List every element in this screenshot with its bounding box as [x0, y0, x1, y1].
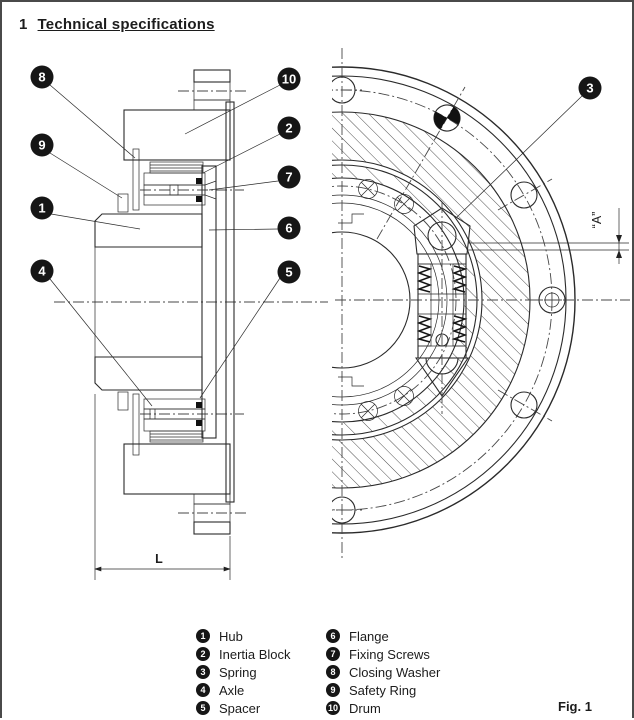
legend-bullet: 1 — [196, 629, 210, 643]
spacer-bottom — [196, 402, 202, 408]
callouts: 8 9 1 4 10 2 7 6 5 3 — [30, 65, 602, 284]
flange-plate — [201, 165, 217, 439]
front-view: “A” — [332, 48, 630, 558]
spring-pocket — [413, 202, 471, 414]
callout-7: 7 — [277, 165, 301, 189]
section-title: 1 Technical specifications — [19, 16, 215, 33]
legend-bullet: 2 — [196, 647, 210, 661]
callout-4: 4 — [30, 259, 54, 283]
svg-text:8: 8 — [38, 70, 45, 85]
callout-10: 10 — [277, 67, 301, 91]
svg-text:5: 5 — [285, 265, 292, 280]
drum-ring-hatch — [332, 112, 531, 488]
dimension-A: “A” — [468, 208, 629, 264]
spring-coil — [416, 315, 433, 343]
safety-ring-bottom — [117, 391, 129, 411]
callout-2: 2 — [277, 116, 301, 140]
spring-coil — [416, 265, 433, 293]
legend-bullet: 7 — [326, 647, 340, 661]
svg-text:9: 9 — [38, 138, 45, 153]
section-view: L — [54, 69, 328, 580]
legend-bullet: 5 — [196, 701, 210, 715]
fixing-screw-heads — [358, 179, 414, 421]
hub-section — [94, 213, 203, 391]
svg-text:1: 1 — [38, 201, 45, 216]
dimension-L: L — [94, 394, 231, 580]
svg-text:3: 3 — [586, 81, 593, 96]
callout-3: 3 — [578, 76, 602, 100]
dimension-L-label: L — [155, 552, 163, 566]
callout-9: 9 — [30, 133, 54, 157]
dimension-A-label: “A” — [590, 212, 604, 229]
legend-bullet: 4 — [196, 683, 210, 697]
drum-section-bottom — [123, 443, 231, 535]
legend-bullet: 9 — [326, 683, 340, 697]
upper-assembly — [117, 148, 217, 213]
legend-bullet: 8 — [326, 665, 340, 679]
callout-8: 8 — [30, 65, 54, 89]
closing-washer-top — [132, 148, 140, 211]
bolt-holes — [332, 76, 572, 524]
svg-text:2: 2 — [285, 121, 292, 136]
inertia-block-top — [143, 172, 206, 186]
figure-label: Fig. 1 — [558, 699, 592, 714]
svg-text:7: 7 — [285, 170, 292, 185]
balance-mark-icon — [433, 104, 461, 132]
front-view-concentric — [332, 48, 630, 558]
callout-5: 5 — [277, 260, 301, 284]
drum-section-top — [123, 69, 231, 161]
legend-bullet: 10 — [326, 701, 340, 715]
spring-stack-bottom — [149, 430, 204, 443]
callout-6: 6 — [277, 216, 301, 240]
safety-ring-top — [117, 193, 129, 213]
spring-coil — [451, 315, 468, 343]
closing-washer-bottom — [132, 393, 140, 456]
legend-bullet: 6 — [326, 629, 340, 643]
section-title-text: Technical specifications — [37, 16, 215, 33]
callout-1: 1 — [30, 196, 54, 220]
inertia-block-bottom — [143, 418, 206, 432]
spring-coil — [451, 265, 468, 293]
section-number: 1 — [19, 16, 28, 33]
svg-text:6: 6 — [285, 221, 292, 236]
lower-assembly — [117, 391, 206, 456]
fixing-screw-head — [204, 180, 217, 200]
spacer-top — [196, 178, 202, 184]
leader-lines — [49, 84, 583, 407]
spring-stack-top — [149, 161, 204, 174]
svg-text:10: 10 — [282, 72, 296, 87]
legend-bullet: 3 — [196, 665, 210, 679]
svg-text:4: 4 — [38, 264, 46, 279]
